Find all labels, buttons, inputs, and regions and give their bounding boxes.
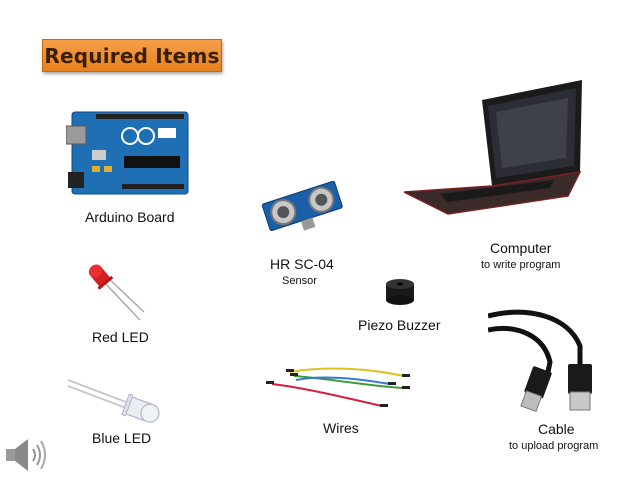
- arduino-board-label: Arduino Board: [85, 209, 175, 225]
- blue-led-label: Blue LED: [92, 430, 152, 446]
- computer-sublabel: to write program: [481, 259, 561, 271]
- piezo-buzzer-label: Piezo Buzzer: [358, 317, 441, 333]
- red-led-label: Red LED: [92, 329, 149, 345]
- jumper-wires-image: [266, 367, 410, 407]
- arduino-board-image: [66, 111, 189, 195]
- title-banner: Required Items: [42, 39, 222, 72]
- speaker-icon[interactable]: [4, 436, 48, 474]
- sensor-label: HR SC-04: [270, 256, 334, 272]
- usb-cable-image: [488, 309, 592, 413]
- red-led-image: [88, 264, 145, 321]
- cable-sublabel: to upload program: [509, 440, 599, 452]
- cable-label: Cable: [538, 421, 575, 437]
- blue-led-image: [67, 379, 160, 423]
- computer-label: Computer: [490, 240, 552, 256]
- slide-title: Required Items: [44, 43, 220, 68]
- laptop-image: [404, 80, 582, 215]
- piezo-buzzer-image: [386, 279, 414, 305]
- wires-label: Wires: [323, 420, 359, 436]
- sensor-sublabel: Sensor: [282, 275, 317, 287]
- ultrasonic-sensor-image: [261, 180, 343, 231]
